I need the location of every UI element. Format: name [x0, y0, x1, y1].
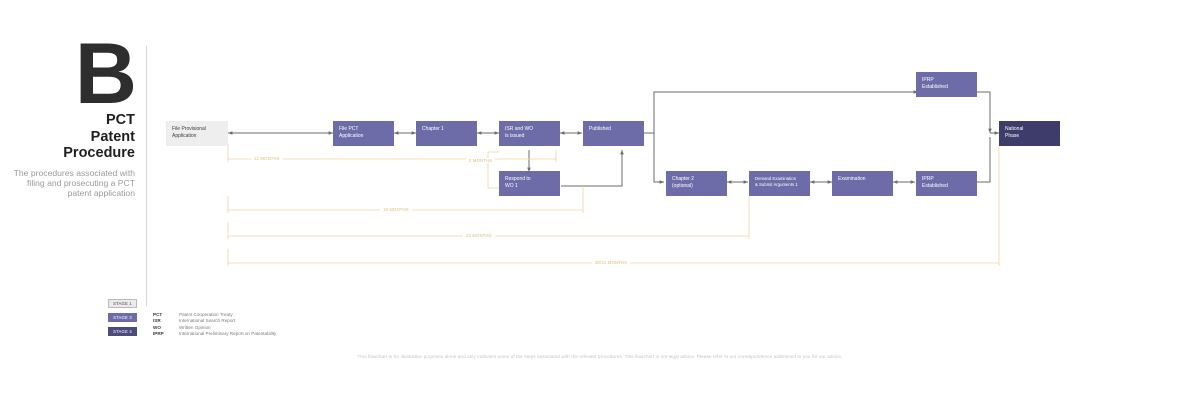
node-label-line-1: National	[1005, 126, 1024, 132]
node-label-line-1: IPRP	[922, 77, 934, 83]
node-iprp-established-top[interactable]: IPRP Established	[916, 72, 977, 97]
node-label-line-1: Chapter 1	[422, 126, 444, 132]
stage-legend: STAGE 1 STAGE 3 STAGE 4	[108, 299, 138, 341]
abbreviation-key: ISR	[153, 318, 161, 324]
node-label-line-2: WO 1	[505, 182, 518, 189]
node-label-line-1: ISR and WO	[505, 126, 534, 132]
node-label-line-1: IPRP	[922, 176, 934, 182]
node-chapter-1[interactable]: Chapter 1	[416, 121, 477, 146]
node-label-line-1: Published	[589, 126, 611, 132]
node-file-pct-application[interactable]: File PCT Application	[333, 121, 394, 146]
node-demand-examination[interactable]: Demand Examination & Submit Arguments 1	[749, 171, 810, 196]
node-label-line-2: (optional)	[672, 182, 693, 189]
abbreviation-key: PCT	[153, 312, 163, 317]
disclaimer-text: This flowchart is for illustrative purpo…	[357, 354, 843, 359]
timeline-label-18-months: 18 MONTHS	[380, 207, 412, 212]
abbreviation-row: WO Written Opinion	[153, 325, 276, 331]
stage-chip-4: STAGE 4	[108, 327, 137, 336]
node-label-line-1: Demand Examination	[755, 176, 797, 181]
node-label-line-2: & Submit Arguments 1	[755, 182, 798, 187]
page-title-line-2: Patent	[90, 128, 135, 145]
page-subtitle: The procedures associated with filing an…	[13, 168, 135, 199]
timeline-label-12-months: 12 MONTHS	[251, 156, 283, 161]
node-label-line-2: Phase	[1005, 132, 1020, 139]
abbreviation-value: International Preliminary Report on Pate…	[179, 330, 277, 336]
abbreviation-key: IPRP	[153, 330, 164, 336]
node-label-line-1: Examination	[838, 176, 866, 182]
node-label-line-1: File PCT	[339, 126, 359, 132]
node-label-line-1: File Provisional	[172, 126, 206, 132]
page-title-line-3: Procedure	[63, 145, 135, 161]
abbreviation-value: Patent Cooperation Treaty	[179, 312, 233, 317]
node-label-line-1: Chapter 2	[672, 176, 694, 182]
node-published[interactable]: Published	[583, 121, 644, 146]
abbreviation-value: International Search Report	[179, 318, 236, 324]
header-panel: B PCT Patent Procedure The procedures as…	[0, 0, 147, 407]
timeline-label-2-months: 2 MONTHS	[466, 158, 496, 163]
page-title: PCT Patent Procedure	[7, 112, 135, 162]
abbreviation-row: PCT Patent Cooperation Treaty	[153, 312, 276, 318]
node-label-line-2: Application	[339, 132, 364, 139]
node-chapter-2-optional[interactable]: Chapter 2 (optional)	[666, 171, 727, 196]
stage-chip-3: STAGE 3	[108, 313, 137, 322]
abbreviation-row: IPRP International Preliminary Report on…	[153, 331, 276, 337]
node-file-provisional-application[interactable]: File Provisional Application	[166, 121, 228, 146]
abbreviation-value: Written Opinion	[179, 324, 211, 330]
node-respond-to-wo-1[interactable]: Respond to WO 1	[499, 171, 560, 196]
node-label-line-2: is issued	[505, 132, 525, 139]
node-examination[interactable]: Examination	[832, 171, 893, 196]
vertical-divider	[146, 46, 147, 306]
abbreviation-key: WO	[153, 324, 161, 330]
node-iprp-established-bottom[interactable]: IPRP Established	[916, 171, 977, 196]
stage-chip-1: STAGE 1	[108, 299, 137, 308]
section-letter: B	[74, 26, 137, 122]
timeline-label-22-months: 22 MONTHS	[463, 233, 495, 238]
node-national-phase[interactable]: National Phase	[999, 121, 1060, 146]
abbreviation-row: ISR International Search Report	[153, 318, 276, 324]
node-label-line-1: Respond to	[505, 176, 531, 182]
node-label-line-2: Application	[172, 132, 197, 139]
node-isr-and-wo-issued[interactable]: ISR and WO is issued	[499, 121, 560, 146]
timeline-label-30-31-months: 30/31 MONTHS	[592, 260, 631, 265]
node-label-line-2: Established	[922, 83, 948, 90]
node-label-line-2: Established	[922, 182, 948, 189]
abbreviation-list: PCT Patent Cooperation Treaty ISR Intern…	[153, 312, 276, 337]
page-title-line-1: PCT	[106, 112, 135, 128]
